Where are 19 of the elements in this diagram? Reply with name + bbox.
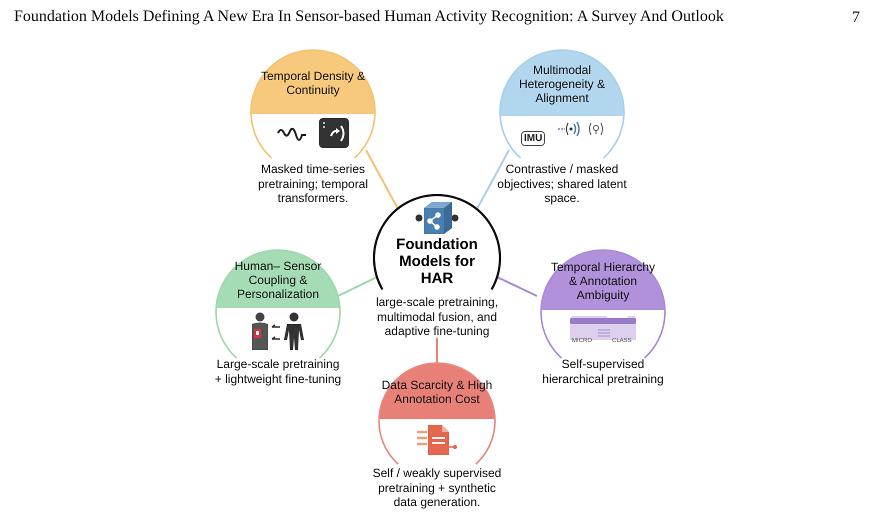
solution-text: Masked time-series pretraining; temporal transformers.	[256, 162, 370, 206]
connector-line	[436, 338, 438, 363]
solution-text: Self-supervised hierarchical pretraining	[541, 357, 665, 386]
page-header: Foundation Models Defining A New Era In Sensor-based Human Activity Recognition: A Survey And Outlook	[14, 7, 724, 27]
solution-text: Contrastive / masked objectives; shared latent space.	[497, 162, 627, 206]
challenge-title: Human– Sensor Coupling & Personalization	[234, 258, 322, 303]
connector-line	[365, 150, 399, 210]
page-number: 7	[852, 8, 860, 28]
solution-text: Self / weakly supervised pretraining + synthetic data generation.	[372, 466, 502, 510]
connector-line	[496, 276, 538, 297]
sensor-tag: IMU	[521, 131, 546, 146]
challenge-title: Temporal Density & Continuity	[260, 68, 366, 99]
challenge-title: Temporal Hierarchy & Annotation Ambiguity	[550, 259, 656, 304]
connector-line	[476, 150, 510, 210]
hub-title: Foundation Models for HAR	[395, 236, 479, 287]
hub-description: large-scale pretraining, multimodal fusion, and adaptive fine-tuning	[374, 295, 500, 338]
challenge-title: Multimodal Heterogeneity & Alignment	[518, 62, 606, 107]
solution-text: Large-scale pretraining + lightweight fine-tuning	[214, 357, 342, 386]
connector-line	[338, 276, 378, 297]
